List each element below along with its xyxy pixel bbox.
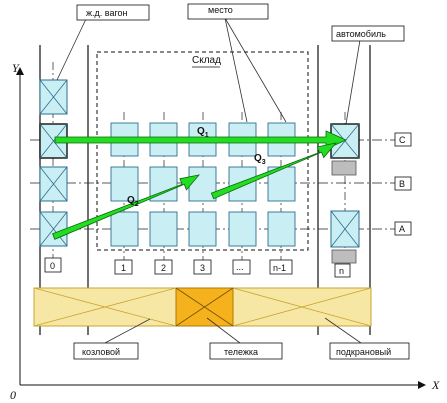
column-label-ellipsis: ...: [236, 262, 244, 272]
flow-arrow-q1: [54, 130, 347, 150]
trolley-leader: [206, 317, 241, 344]
crane-track-leader: [324, 317, 362, 344]
column-label-2: 2: [161, 263, 166, 273]
truck-n: [330, 210, 360, 264]
railway-wagon: [39, 79, 68, 247]
callout-wagon-box: [76, 4, 150, 21]
wagon-index-label: 0: [50, 261, 55, 271]
callout-car-box: [331, 25, 405, 42]
flow-arrow-q3: [210, 142, 338, 200]
flow-label-q1: Q1: [197, 126, 209, 139]
column-label-n-1: n-1: [273, 263, 286, 273]
wagon-crate: [39, 166, 68, 202]
axes: Y X 0: [10, 61, 440, 402]
origin-label: 0: [10, 388, 16, 402]
flow-label-q2: Q2: [127, 195, 139, 208]
storage-place: [267, 166, 296, 202]
flow-label-q3: Q3: [254, 153, 266, 166]
car-leader: [345, 39, 361, 125]
callout-trolley: тележка: [224, 347, 258, 357]
callouts: ж.д. вагон место автомобиль козловой тел…: [73, 3, 410, 360]
storage-place: [188, 166, 217, 202]
storage-place: [110, 211, 139, 247]
column-label-1: 1: [121, 263, 126, 273]
row-label-b: B: [399, 179, 405, 189]
callout-gantry: козловой: [82, 347, 120, 357]
truck-cab: [331, 160, 357, 176]
warehouse-boundary: [96, 51, 309, 251]
callout-crane-track-box: [329, 342, 410, 360]
wagon-crate: [39, 79, 68, 115]
car-index-label: n: [339, 266, 344, 276]
truck-c: [330, 123, 360, 176]
flow-arrows: [52, 130, 347, 240]
callout-place: место: [208, 5, 233, 15]
callout-car: автомобиль: [336, 29, 386, 39]
row-label-c: C: [399, 135, 406, 145]
column-label-3: 3: [200, 263, 205, 273]
storage-place: [267, 211, 296, 247]
gantry-leader: [104, 318, 151, 344]
x-axis-label: X: [431, 378, 440, 392]
column-labels: 0 1 2 3 ... n-1 n: [44, 257, 351, 278]
gantry-crane: [33, 287, 372, 327]
warehouse-title: Склад: [192, 55, 221, 66]
row-labels: C B A: [394, 132, 412, 236]
callout-crane-track: подкрановый: [336, 347, 391, 357]
truck-cab: [331, 249, 357, 264]
flow-arrow-q2: [52, 174, 201, 240]
storage-place: [110, 166, 139, 202]
storage-place: [188, 211, 217, 247]
callout-leaders: [56, 17, 362, 344]
row-label-a: A: [399, 224, 405, 234]
wagon-crate: [39, 211, 68, 247]
callout-trolley-box: [209, 342, 283, 360]
y-axis-label: Y: [12, 61, 20, 75]
callout-wagon: ж.д. вагон: [86, 8, 128, 18]
storage-place: [228, 211, 257, 247]
storage-place: [149, 211, 178, 247]
place-leader: [224, 17, 287, 123]
wagon-leader: [56, 18, 87, 81]
callout-place-box: [187, 3, 269, 20]
callout-gantry-box: [73, 342, 139, 360]
place-leader: [224, 17, 248, 123]
